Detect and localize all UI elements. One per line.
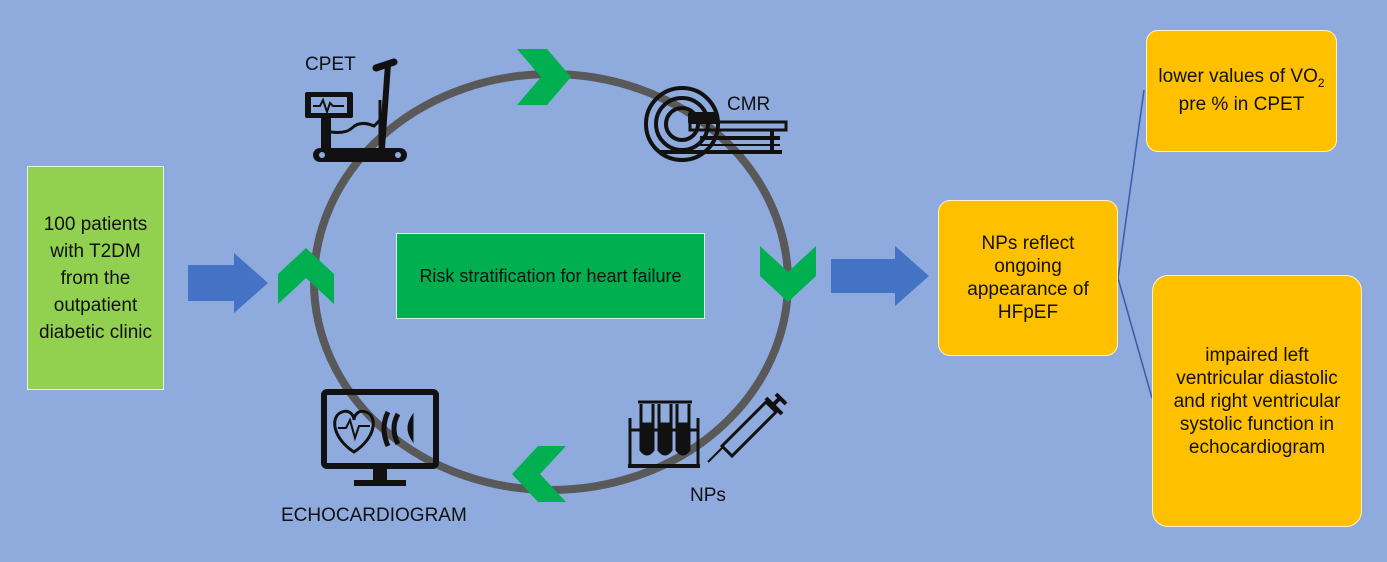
patients-box: 100 patients with T2DM from the outpatie… [27, 166, 164, 390]
cmr-label: CMR [727, 94, 771, 115]
arrow-input [188, 253, 268, 313]
chevron-up-left [278, 248, 334, 304]
treadmill-icon [305, 58, 407, 162]
vo2-text-part2: pre % in CPET [1178, 93, 1305, 115]
nps-label: NPs [690, 485, 726, 506]
arrow-output [831, 246, 929, 306]
connector-echo [1117, 277, 1153, 399]
vo2-subscript: 2 [1317, 75, 1325, 90]
chevron-right-top [517, 49, 571, 105]
echo-finding-box: impaired left ventricular diastolic and … [1152, 275, 1362, 527]
chevron-left-bottom [512, 446, 566, 502]
vo2-finding-box: lower values of VO2 pre % in CPET [1146, 30, 1337, 152]
patients-text: 100 patients with T2DM from the outpatie… [39, 213, 152, 343]
connector-vo2 [1117, 89, 1145, 279]
chevron-down-right [760, 246, 816, 302]
risk-stratification-text: Risk stratification for heart failure [419, 266, 682, 286]
mri-scanner-icon [644, 86, 788, 162]
test-tubes-syringe-icon [628, 392, 788, 468]
echocardiogram-label: ECHOCARDIOGRAM [281, 505, 467, 526]
echo-finding-text: impaired left ventricular diastolic and … [1173, 344, 1341, 458]
vo2-text-part1: lower values of VO [1158, 66, 1318, 88]
echo-monitor-icon [321, 389, 439, 486]
nps-hfpef-box: NPs reflect ongoing appearance of HFpEF [938, 200, 1118, 356]
nps-hfpef-text: NPs reflect ongoing appearance of HFpEF [967, 233, 1089, 323]
risk-stratification-box: Risk stratification for heart failure [396, 233, 705, 319]
cpet-label: CPET [305, 54, 356, 75]
vo2-finding-text: lower values of VO2 pre % in CPET [1155, 66, 1328, 116]
